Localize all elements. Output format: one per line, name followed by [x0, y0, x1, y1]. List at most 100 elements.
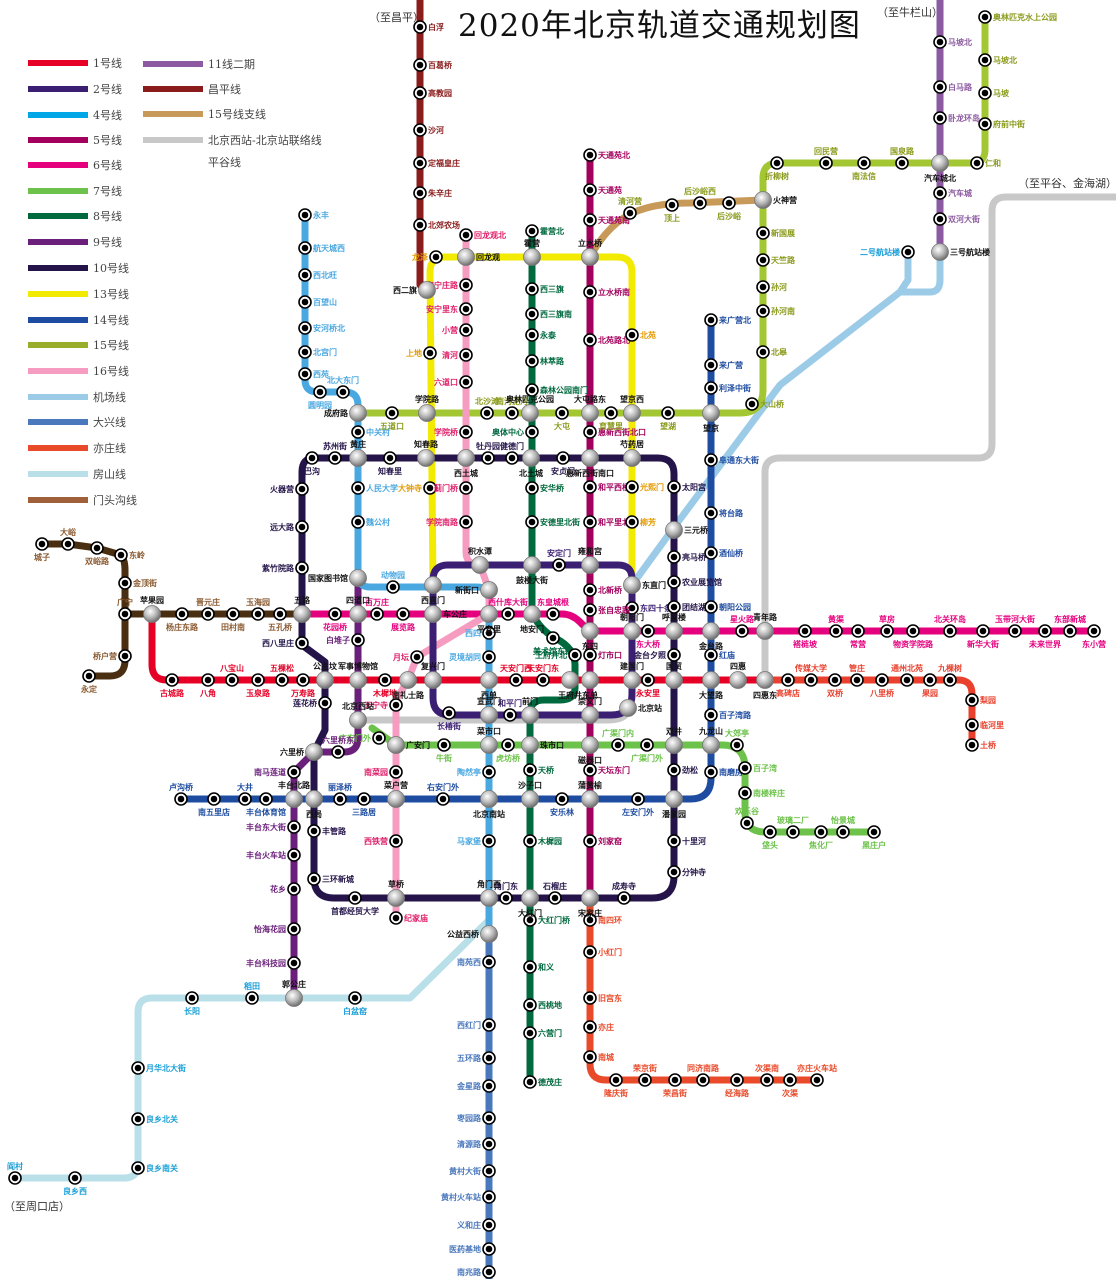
station-l14[interactable]: 朝阳公园	[704, 600, 751, 614]
station-l10[interactable]: 火器营	[270, 482, 309, 496]
station-l13[interactable]: 柳芳	[625, 515, 656, 529]
station-mentougou[interactable]: 永定	[80, 669, 97, 694]
interchange-station[interactable]: 雍和宫	[578, 546, 602, 574]
station-l6[interactable]: 黄渠	[828, 614, 845, 638]
interchange-station[interactable]: 黄庄	[349, 439, 367, 467]
interchange-station[interactable]: 平安里	[477, 605, 501, 635]
station-l10[interactable]: 三环新城	[307, 872, 354, 886]
station-l7[interactable]: 广渠门内	[602, 728, 634, 752]
station-daxing[interactable]: 义和庄	[456, 1218, 496, 1232]
station-l9[interactable]: 怡海花园	[254, 922, 301, 936]
station-yizhuang[interactable]: 荣京街	[632, 1063, 657, 1087]
station-l1[interactable]: 五棵松	[270, 663, 294, 687]
station-changping[interactable]: 高教园	[413, 86, 452, 100]
station-batong[interactable]: 双桥	[827, 673, 844, 698]
station-l6[interactable]: 新华大街	[967, 624, 999, 649]
interchange-station[interactable]: 学院路	[415, 394, 440, 422]
station-l15[interactable]: 折柳树	[765, 156, 789, 181]
station-l15b[interactable]: 后沙峪	[717, 196, 742, 221]
station-l10[interactable]: 紫竹院路	[262, 561, 309, 575]
station-l4[interactable]: 永丰	[298, 208, 329, 222]
station-yizhuang[interactable]: 次渠南	[755, 1063, 779, 1087]
station-l7[interactable]: 广安门外	[339, 731, 386, 745]
interchange-station[interactable]: 沙子口	[518, 781, 542, 808]
station-l9[interactable]: 花乡	[270, 882, 301, 896]
interchange-station[interactable]: 回龙观	[457, 248, 501, 266]
station-fangshan[interactable]: 良乡北关	[131, 1112, 178, 1126]
station-l15[interactable]: 孙河	[756, 280, 787, 294]
station-l10[interactable]: 远大路	[270, 520, 309, 534]
station-daxing[interactable]: 医药基地	[449, 1242, 496, 1256]
interchange-station[interactable]: 大屯路东	[574, 394, 606, 422]
station-l15[interactable]: 国泉路	[890, 146, 915, 170]
station-l15[interactable]: 望湖	[660, 406, 676, 431]
interchange-station[interactable]: 草桥	[387, 879, 405, 907]
station-l7[interactable]: 怡景城	[831, 815, 855, 839]
station-l14[interactable]: 来广营	[704, 358, 743, 372]
interchange-station[interactable]: 立水桥	[578, 238, 603, 266]
station-l15[interactable]: 南法信	[852, 156, 876, 181]
station-l14[interactable]: 将台路	[704, 506, 744, 520]
station-batong[interactable]: 临河里	[965, 718, 1004, 732]
interchange-station[interactable]: 前门	[521, 696, 539, 724]
station-l15[interactable]: 南沟泥河	[496, 396, 528, 420]
station-fangshan[interactable]: 月华北大街	[131, 1061, 186, 1075]
station-l16[interactable]: 安宁庄路	[426, 278, 473, 292]
station-l8[interactable]: 德茂庄	[523, 1075, 562, 1089]
station-l15[interactable]: 五道口	[380, 406, 404, 431]
station-l14[interactable]: 来广营北	[704, 313, 751, 327]
station-l8[interactable]: 森林公园南门	[525, 383, 588, 397]
station-l10[interactable]: 太阳宫	[667, 480, 706, 494]
station-yizhuang[interactable]: 同济南路	[687, 1063, 720, 1087]
station-l15[interactable]: 新国展	[756, 226, 795, 240]
interchange-station[interactable]: 苹果园	[140, 595, 164, 623]
station-fangshan[interactable]: 白盆窑	[343, 991, 367, 1016]
station-l10[interactable]: 首都经贸大学	[331, 891, 379, 916]
station-l7[interactable]: 虎坊桥	[496, 738, 521, 763]
interchange-station[interactable]: 东直门	[623, 576, 667, 594]
station-changping[interactable]: 朱辛庄	[413, 186, 452, 200]
station-l8[interactable]: 安华桥	[525, 481, 565, 495]
station-l16[interactable]: 六道口	[434, 375, 473, 389]
station-mentougou[interactable]: 大峪	[60, 527, 77, 551]
interchange-station[interactable]: 宣武门	[477, 696, 501, 724]
interchange-station[interactable]: 四惠	[729, 661, 747, 689]
station-l5[interactable]: 和平里北街	[583, 515, 638, 529]
station-l5[interactable]: 刘家窑	[583, 834, 622, 848]
station-l10[interactable]: 牡丹园	[476, 441, 500, 465]
station-l16[interactable]: 蓟门桥	[433, 481, 473, 495]
station-l1[interactable]: 古城路	[160, 673, 185, 698]
station-l10[interactable]: 农业展览馆	[667, 575, 722, 589]
station-l5[interactable]: 北新桥	[583, 583, 623, 597]
station-l14[interactable]: 三路居	[352, 792, 376, 817]
station-l4[interactable]: 陶然亭	[457, 765, 496, 779]
interchange-station[interactable]: 成府路	[324, 404, 367, 422]
interchange-station[interactable]: 磁器口	[578, 736, 602, 766]
station-l14[interactable]: 安乐林	[550, 792, 574, 817]
station-l5[interactable]: 天通苑北	[583, 148, 630, 162]
station-batong[interactable]: 传媒大学	[794, 663, 827, 687]
station-l8[interactable]: 西桃地	[523, 998, 562, 1012]
station-l10[interactable]: 丰管路	[307, 824, 347, 838]
station-l10[interactable]: 角门东	[494, 881, 518, 905]
station-l7[interactable]: 广渠门外	[631, 738, 663, 763]
station-daxing[interactable]: 南苑西	[457, 955, 496, 969]
station-l9[interactable]: 丰台东大街	[246, 820, 301, 834]
interchange-station[interactable]: 郭公庄	[282, 979, 306, 1007]
station-l2[interactable]: 长椿街	[437, 706, 461, 731]
station-l16[interactable]: 西铁营	[364, 834, 403, 848]
station-l7[interactable]: 百子湾	[738, 761, 777, 775]
station-l8[interactable]: 和义	[523, 960, 555, 974]
station-l8[interactable]: 西三旗	[525, 282, 564, 296]
station-l2[interactable]: 和平门	[498, 698, 522, 722]
station-l8[interactable]: 木樨园	[523, 834, 562, 848]
station-l7[interactable]: 黑庄户	[862, 825, 886, 850]
interchange-station[interactable]: 西二旗	[393, 281, 436, 299]
interchange-station[interactable]: 地安门	[520, 605, 544, 635]
station-batong[interactable]: 八里桥	[869, 673, 895, 698]
station-l7[interactable]: 大郊亭	[725, 728, 749, 752]
station-l15[interactable]: 天竺路	[756, 253, 796, 267]
station-changping[interactable]: 北郊农场	[413, 218, 460, 232]
station-l6[interactable]: 星火路	[730, 614, 755, 638]
station-l15[interactable]: 奥林匹克水上公园	[978, 10, 1057, 24]
